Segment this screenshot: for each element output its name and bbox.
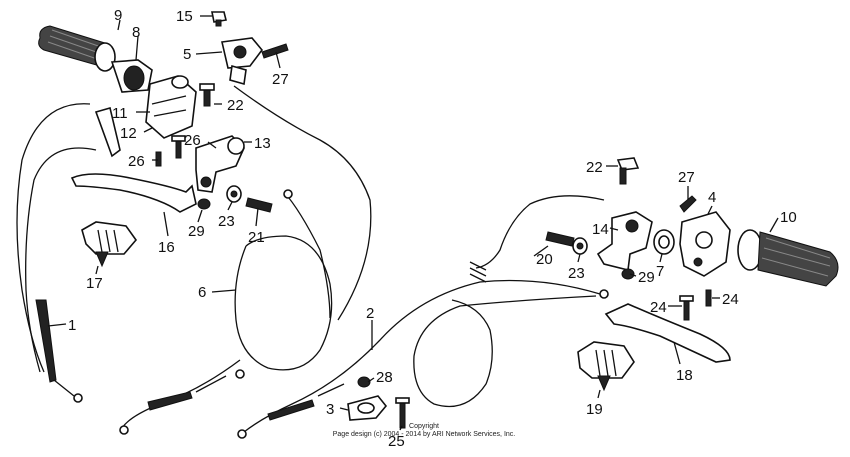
right-grip <box>737 229 839 287</box>
brake-switch <box>577 341 635 392</box>
label-20: 20 <box>536 251 553 268</box>
brake-cable <box>237 279 609 439</box>
label-2: 2 <box>366 305 374 322</box>
clutch-switch <box>81 221 138 268</box>
label-22-left: 22 <box>227 97 244 114</box>
screw-27-left <box>261 43 289 59</box>
label-3: 3 <box>326 401 334 418</box>
label-15: 15 <box>176 8 193 25</box>
label-25: 25 <box>388 433 405 450</box>
label-8: 8 <box>132 24 140 41</box>
clutch-lever-bracket <box>195 135 245 193</box>
label-10: 10 <box>780 209 797 226</box>
label-4: 4 <box>708 189 716 206</box>
label-11: 11 <box>112 105 128 122</box>
label-1: 1 <box>68 317 76 334</box>
label-21: 21 <box>248 229 265 246</box>
cable-adjuster <box>94 107 121 158</box>
throttle-housing <box>145 75 197 139</box>
screw-15 <box>211 11 227 27</box>
wiring-harness <box>475 195 605 269</box>
washer-23-right <box>572 237 588 255</box>
label-23-left: 23 <box>218 213 235 230</box>
bolt-26-lower <box>155 151 162 167</box>
label-29-right: 29 <box>638 269 655 286</box>
screw-22-right <box>616 157 640 185</box>
leader-lines <box>47 15 779 431</box>
bolt-24-b <box>705 289 712 307</box>
left-grip <box>38 25 116 72</box>
bolt-26-upper <box>171 135 186 159</box>
label-17: 17 <box>86 275 103 292</box>
nut-29-right <box>621 268 635 280</box>
washer-23-left <box>226 185 242 203</box>
throttle-pipe <box>110 59 153 93</box>
right-switch-housing <box>679 211 731 277</box>
label-9: 9 <box>114 7 122 24</box>
label-27-right: 27 <box>678 169 695 186</box>
bolt-25 <box>395 397 410 429</box>
label-12: 12 <box>120 125 137 142</box>
label-18: 18 <box>676 367 693 384</box>
brake-lever <box>604 303 731 363</box>
screw-21 <box>245 197 273 213</box>
clutch-lever <box>70 173 197 213</box>
label-22-right: 22 <box>586 159 603 176</box>
label-14: 14 <box>592 221 609 238</box>
label-27-left: 27 <box>272 71 289 88</box>
screw-22-left <box>199 83 215 107</box>
label-28: 28 <box>376 369 393 386</box>
label-16: 16 <box>158 239 175 256</box>
caption-copyright: Copyright <box>409 423 439 430</box>
screw-20 <box>545 231 575 247</box>
label-19: 19 <box>586 401 603 418</box>
label-24-b: 24 <box>722 291 739 308</box>
label-26-lower: 26 <box>128 153 145 170</box>
brake-lever-bracket <box>596 211 653 271</box>
left-switch-housing <box>221 37 264 86</box>
cable-clamp <box>347 395 388 421</box>
label-13: 13 <box>254 135 271 152</box>
label-5: 5 <box>183 46 191 63</box>
label-7: 7 <box>656 263 664 280</box>
label-26-upper: 26 <box>184 132 201 149</box>
caption-page-design: Page design (c) 2004 - 2014 by ARI Netwo… <box>333 431 516 438</box>
nut-29-left <box>197 198 211 210</box>
label-6: 6 <box>198 284 206 301</box>
wire-ends <box>469 261 487 283</box>
throttle-cable <box>119 85 372 435</box>
nut-28 <box>357 376 371 388</box>
label-24-a: 24 <box>650 299 667 316</box>
collar-7 <box>653 229 675 255</box>
clutch-cable <box>16 103 97 403</box>
bolt-24-a <box>679 295 694 321</box>
label-23-right: 23 <box>568 265 585 282</box>
label-29-left: 29 <box>188 223 205 240</box>
